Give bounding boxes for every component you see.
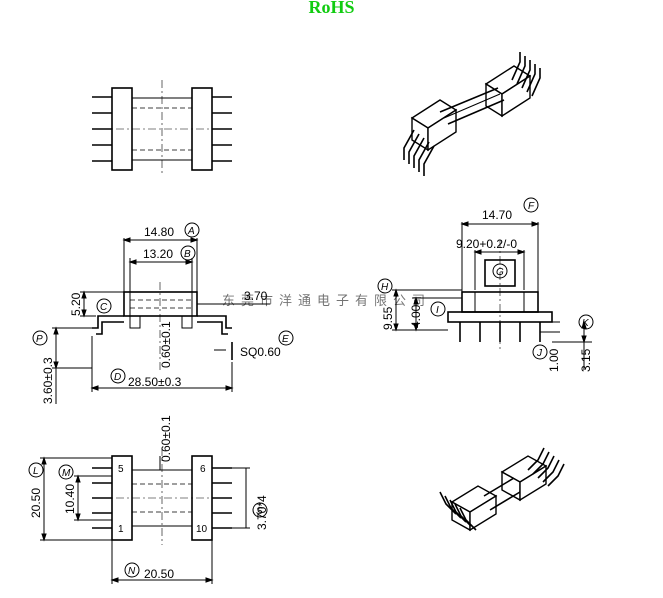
top-view-pins-left xyxy=(92,96,112,162)
iso-top-pins-front xyxy=(403,129,435,176)
dim-bottom-length: 20.50 xyxy=(29,488,43,518)
dim-flange-height: 4.00 xyxy=(409,304,423,328)
pin-number-5: 5 xyxy=(118,464,124,475)
dim-width-inner: 13.20 xyxy=(143,247,173,261)
label-i: I xyxy=(436,305,439,316)
dim-pin-square: SQ0.60 xyxy=(240,345,281,359)
dim-side-height: 9.55 xyxy=(381,306,395,330)
label-e: E xyxy=(282,334,289,345)
dim-gap: 3.70 xyxy=(244,289,268,303)
isometric-view-bottom xyxy=(439,447,565,532)
label-h: H xyxy=(381,282,389,293)
dim-inner-window: 9.20+0.2/-0 xyxy=(456,237,517,251)
label-l: L xyxy=(33,466,39,477)
dim-overall-length: 28.50±0.3 xyxy=(128,375,182,389)
label-p: P xyxy=(36,334,43,345)
dim-side-width: 14.70 xyxy=(482,208,512,222)
iso-bottom-pins-front xyxy=(439,491,477,531)
pin-number-10: 10 xyxy=(196,524,208,535)
top-view-pins-right xyxy=(212,96,232,162)
company-watermark: 东莞市洋通电子有限公司 xyxy=(222,294,432,309)
dim-pin-pitch: 3.70*4 xyxy=(255,495,269,530)
dim-pin-protrusion: 3.15 xyxy=(579,348,593,372)
front-view: 14.80 A 13.20 B 5.20 C 3.70 xyxy=(32,222,294,404)
label-f: F xyxy=(528,201,535,212)
label-m: M xyxy=(62,468,71,479)
dim-base-thickness: 1.00 xyxy=(547,348,561,372)
dim-pin-span: 10.40 xyxy=(63,484,77,514)
bottom-view: 5 6 1 10 0.60±0.1 20.50 L 10.40 M 3.70*4… xyxy=(28,415,269,584)
label-a: A xyxy=(187,226,195,237)
label-c: C xyxy=(100,302,108,313)
rohs-title: RoHS xyxy=(308,0,355,17)
label-b: B xyxy=(184,249,191,260)
dim-width-overall: 14.80 xyxy=(144,225,174,239)
isometric-view-top xyxy=(403,52,541,176)
label-k: K xyxy=(582,318,590,329)
side-view: 14.70 F 9.20+0.2/-0 G 9.55 H xyxy=(377,197,594,372)
dim-bottom-width: 20.50 xyxy=(144,567,174,581)
label-j: J xyxy=(536,348,543,359)
top-view-bobbin xyxy=(92,80,232,175)
bottom-view-pins-left xyxy=(92,467,112,529)
pin-number-1: 1 xyxy=(118,524,124,535)
pin-number-6: 6 xyxy=(200,464,206,475)
bottom-view-pins-right xyxy=(212,467,232,529)
label-n: N xyxy=(128,566,136,577)
dim-height-front: 5.20 xyxy=(69,292,83,316)
dim-thickness-front: 0.60±0.1 xyxy=(159,321,173,368)
iso-top-pins-back xyxy=(511,52,541,97)
label-d: D xyxy=(114,372,121,383)
dim-thickness-bottom: 0.60±0.1 xyxy=(159,415,173,462)
iso-bottom-pins-back xyxy=(527,447,565,487)
label-s: S xyxy=(256,506,263,517)
dim-pin-length: 3.60±0.3 xyxy=(41,357,55,404)
